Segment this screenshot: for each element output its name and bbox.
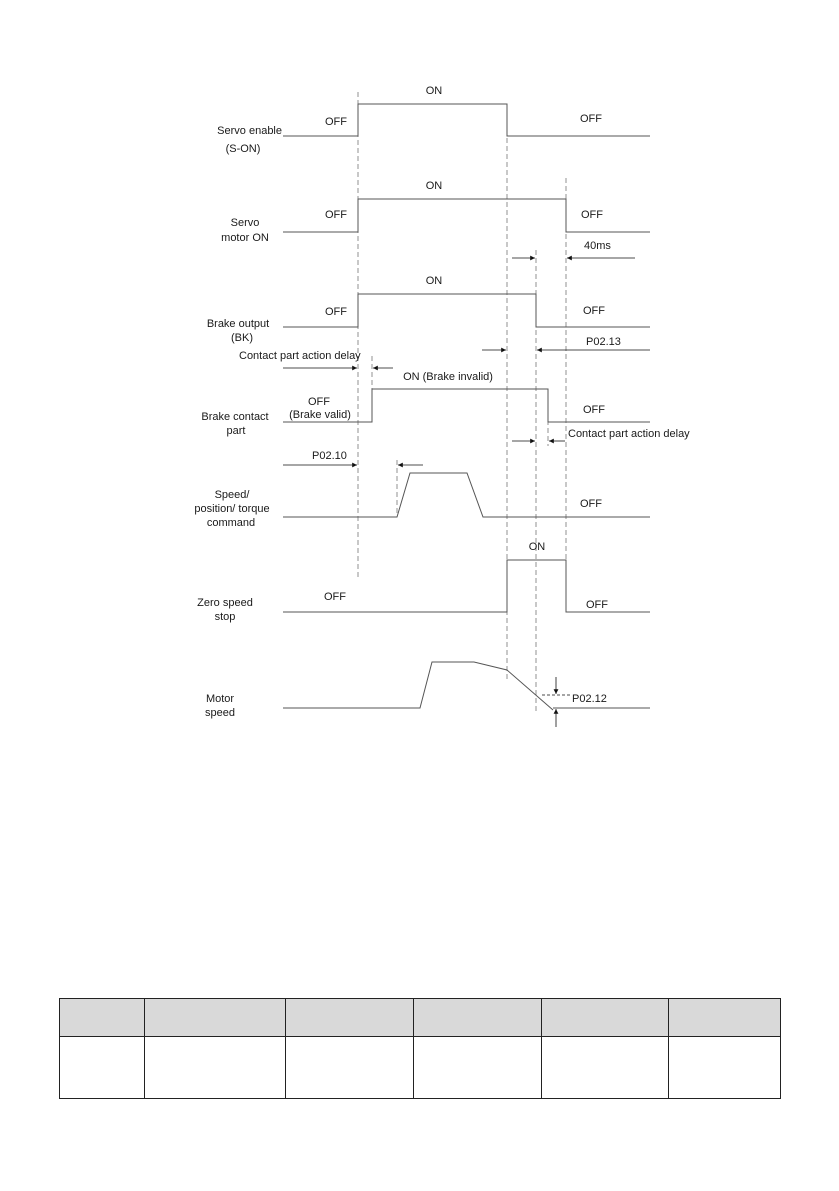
servo-enable-label-sub: (S-ON) (226, 143, 261, 155)
table-cell (285, 1036, 414, 1099)
servo-enable-off-right: OFF (580, 113, 602, 125)
label-p0210: P02.10 (312, 450, 347, 462)
table-cell (413, 1036, 542, 1099)
brake-output-label: Brake output (207, 318, 269, 330)
table-header-cell (285, 998, 414, 1037)
command-label-sub: position/ torque (194, 503, 269, 515)
brake-output-on: ON (426, 275, 443, 287)
parameter-table (59, 998, 781, 1099)
command-label: Speed/ (215, 489, 251, 501)
table-header-cell (413, 998, 542, 1037)
signal-zero-speed: Zero speed stop OFF ON OFF (197, 541, 650, 623)
label-p0213: P02.13 (586, 336, 621, 348)
table-header-cell (541, 998, 669, 1037)
table-cell (668, 1036, 781, 1099)
table-header-cell (59, 998, 145, 1037)
table-header-cell (144, 998, 286, 1037)
zero-speed-label-sub: stop (215, 611, 236, 623)
table-cell (144, 1036, 286, 1099)
zero-speed-off-left: OFF (324, 591, 346, 603)
motor-speed-label: Motor (206, 693, 234, 705)
servo-enable-label: Servo enable (217, 125, 282, 137)
servo-motor-off-left: OFF (325, 209, 347, 221)
signal-servo-motor-on: Servo motor ON OFF ON OFF (221, 180, 650, 244)
brake-output-label-sub: (BK) (231, 332, 253, 344)
table-header-row (59, 998, 781, 1037)
brake-contact-on: ON (Brake invalid) (403, 371, 493, 383)
label-40ms: 40ms (584, 240, 611, 252)
servo-enable-off-left: OFF (325, 116, 347, 128)
signal-motor-speed: Motor speed (205, 661, 650, 719)
table-cell (59, 1036, 145, 1099)
zero-speed-off-right: OFF (586, 599, 608, 611)
servo-motor-label: Servo (231, 217, 260, 229)
annotation-p0212 (542, 677, 570, 727)
signal-brake-contact: Brake contact part OFF (Brake valid) ON … (201, 371, 650, 437)
command-label-sub2: command (207, 517, 255, 529)
label-p0212: P02.12 (572, 693, 607, 705)
brake-contact-label-sub: part (227, 425, 246, 437)
table-row (59, 1036, 781, 1099)
table-cell (541, 1036, 669, 1099)
brake-contact-off-left: OFF (308, 396, 330, 408)
signal-command: Speed/ position/ torque command OFF (194, 472, 650, 529)
zero-speed-label: Zero speed (197, 597, 253, 609)
motor-speed-label-sub: speed (205, 707, 235, 719)
servo-motor-off-right: OFF (581, 209, 603, 221)
label-contact-delay-1: Contact part action delay (239, 350, 361, 362)
signal-brake-output: Brake output (BK) OFF ON OFF (207, 275, 650, 344)
brake-contact-label: Brake contact (201, 411, 268, 423)
brake-output-off-left: OFF (325, 306, 347, 318)
servo-motor-label-sub: motor ON (221, 232, 269, 244)
servo-enable-on: ON (426, 85, 443, 97)
zero-speed-on: ON (529, 541, 546, 553)
servo-motor-on: ON (426, 180, 443, 192)
label-contact-delay-2: Contact part action delay (568, 428, 690, 440)
command-off-right: OFF (580, 498, 602, 510)
brake-timing-diagram: Servo enable (S-ON) OFF ON OFF Servo mot… (194, 85, 690, 727)
brake-output-off-right: OFF (583, 305, 605, 317)
brake-contact-off-right: OFF (583, 404, 605, 416)
signal-servo-enable: Servo enable (S-ON) OFF ON OFF (217, 85, 650, 155)
brake-contact-off-left-sub: (Brake valid) (289, 409, 351, 421)
reference-lines (357, 92, 567, 712)
table-header-cell (668, 998, 781, 1037)
